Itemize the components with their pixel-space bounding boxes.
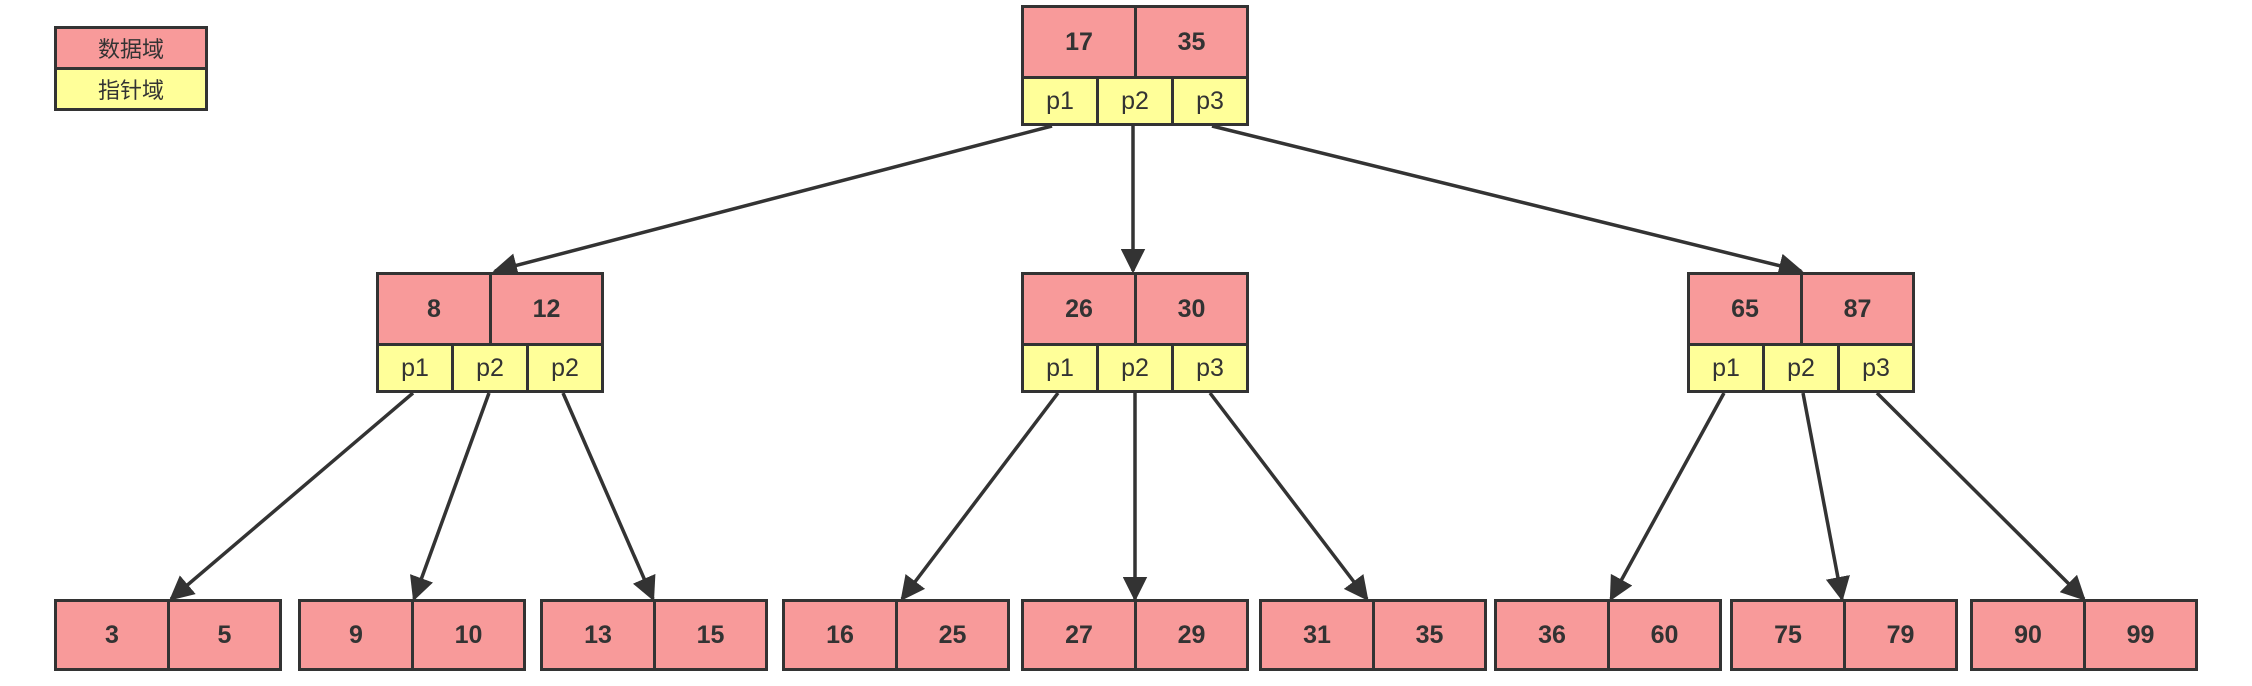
node-right-pointer-2: p2	[1762, 343, 1840, 393]
root-key-2-text: 35	[1177, 27, 1206, 56]
leaf-8-key-1: 75	[1730, 599, 1846, 671]
leaf-9-key-2: 99	[2083, 599, 2198, 671]
node-middle-pointer-2-text: p2	[1121, 353, 1149, 382]
root-pointer-3-text: p3	[1196, 86, 1224, 115]
leaf-5-key-2: 29	[1134, 599, 1249, 671]
root-pointer-2-text: p2	[1121, 86, 1149, 115]
node-right-pointer-2-text: p2	[1787, 353, 1815, 382]
leaf-9-key-1: 90	[1970, 599, 2086, 671]
leaf-5-key-1: 27	[1021, 599, 1137, 671]
edge-l1a-p1	[169, 391, 415, 601]
leaf-6-key-1: 31	[1259, 599, 1375, 671]
node-left-key-1-text: 8	[427, 294, 441, 323]
leaf-9-key-2-text: 99	[2126, 620, 2155, 649]
node-middle-pointer-3: p3	[1171, 343, 1249, 393]
edge-l1c-p2	[1801, 392, 1850, 602]
node-left-pointer-3-text: p2	[551, 353, 579, 382]
node-right-pointer-1: p1	[1687, 343, 1765, 393]
leaf-4-key-1-text: 16	[826, 620, 854, 649]
node-middle-key-2: 30	[1134, 272, 1249, 346]
leaf-1-key-1-text: 3	[105, 620, 119, 649]
edge-l1c-p1	[1609, 392, 1726, 602]
node-right-pointer-3-text: p3	[1862, 353, 1890, 382]
legend-data-swatch: 数据域	[54, 26, 208, 70]
leaf-3-key-1: 13	[540, 599, 656, 671]
leaf-4-key-2-text: 25	[938, 620, 967, 649]
leaf-7-key-1: 36	[1494, 599, 1610, 671]
leaf-6-key-1-text: 31	[1303, 620, 1331, 649]
root-pointer-2: p2	[1096, 76, 1174, 126]
node-right-pointer-1-text: p1	[1712, 353, 1740, 382]
leaf-1-key-1: 3	[54, 599, 170, 671]
leaf-3-key-1-text: 13	[584, 620, 612, 649]
node-left-pointer-3: p2	[526, 343, 604, 393]
leaf-8-key-2: 79	[1843, 599, 1958, 671]
leaf-8-key-2-text: 79	[1886, 620, 1915, 649]
legend-pointer-swatch: 指针域	[54, 67, 208, 111]
leaf-9-key-1-text: 90	[2014, 620, 2042, 649]
edge-l1a-p2	[410, 392, 491, 602]
node-right-key-1: 65	[1687, 272, 1803, 346]
leaf-5-key-1-text: 27	[1065, 620, 1093, 649]
edge-l1a-p3	[561, 392, 656, 602]
leaf-2-key-2: 10	[411, 599, 526, 671]
node-right-key-2: 87	[1800, 272, 1915, 346]
root-key-1: 17	[1021, 5, 1137, 79]
leaf-2-key-1-text: 9	[349, 620, 363, 649]
node-left-key-2-text: 12	[532, 294, 561, 323]
leaf-2-key-1: 9	[298, 599, 414, 671]
edge-root-p3	[1211, 124, 1804, 278]
leaf-8-key-1-text: 75	[1774, 620, 1802, 649]
node-left-pointer-1: p1	[376, 343, 454, 393]
leaf-1-key-2-text: 5	[217, 620, 232, 649]
node-left-pointer-2-text: p2	[476, 353, 504, 382]
root-key-2: 35	[1134, 5, 1249, 79]
edge-l1b-p1	[900, 391, 1060, 601]
node-right-key-2-text: 87	[1843, 294, 1872, 323]
root-pointer-1: p1	[1021, 76, 1099, 126]
leaf-7-key-1-text: 36	[1538, 620, 1566, 649]
leaf-5-key-2-text: 29	[1177, 620, 1206, 649]
node-middle-key-1: 26	[1021, 272, 1137, 346]
edge-root-p1	[492, 124, 1053, 278]
node-right-pointer-3: p3	[1837, 343, 1915, 393]
node-left-key-1: 8	[376, 272, 492, 346]
legend-pointer-label: 指针域	[97, 79, 164, 104]
node-middle-pointer-1-text: p1	[1046, 353, 1074, 382]
leaf-7-key-2-text: 60	[1650, 620, 1679, 649]
node-middle-key-2-text: 30	[1177, 294, 1206, 323]
node-middle-pointer-2: p2	[1096, 343, 1174, 393]
leaf-4-key-1: 16	[782, 599, 898, 671]
node-middle-pointer-1: p1	[1021, 343, 1099, 393]
leaf-4-key-2: 25	[895, 599, 1010, 671]
node-left-pointer-2: p2	[451, 343, 529, 393]
root-pointer-3: p3	[1171, 76, 1249, 126]
edge-l1c-p3	[1875, 391, 2086, 601]
node-left-pointer-1-text: p1	[401, 353, 429, 382]
root-pointer-1-text: p1	[1046, 86, 1074, 115]
root-key-1-text: 17	[1065, 27, 1093, 56]
node-middle-pointer-3-text: p3	[1196, 353, 1224, 382]
leaf-3-key-2-text: 15	[696, 620, 725, 649]
leaf-7-key-2: 60	[1607, 599, 1722, 671]
leaf-1-key-2: 5	[167, 599, 282, 671]
leaf-6-key-2: 35	[1372, 599, 1487, 671]
leaf-3-key-2: 15	[653, 599, 768, 671]
legend-data-label: 数据域	[97, 38, 164, 63]
leaf-2-key-2-text: 10	[454, 620, 483, 649]
edge-l1b-p3	[1208, 391, 1369, 601]
node-left-key-2: 12	[489, 272, 604, 346]
node-middle-key-1-text: 26	[1065, 294, 1093, 323]
node-right-key-1-text: 65	[1731, 294, 1759, 323]
leaf-6-key-2-text: 35	[1415, 620, 1444, 649]
